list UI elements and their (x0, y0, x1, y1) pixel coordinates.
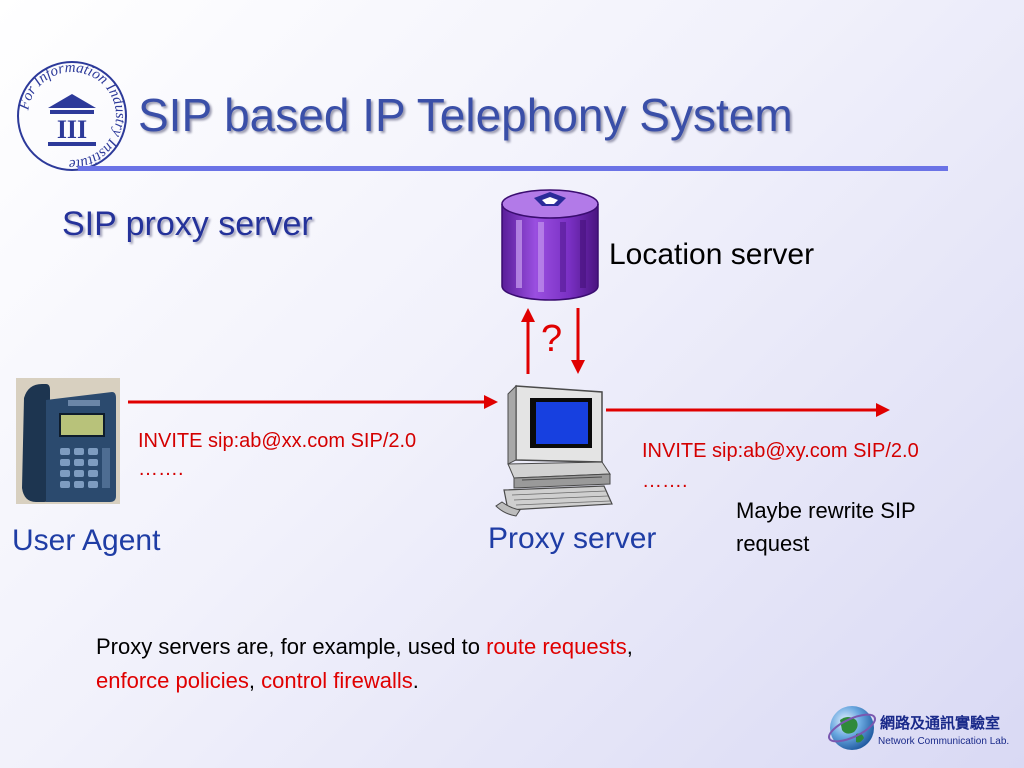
phone-icon (16, 378, 120, 504)
lab-name-chinese: 網路及通訊實驗室 (880, 715, 1001, 732)
invite-out-text: INVITE sip:ab@xy.com SIP/2.0 (642, 440, 919, 462)
slide-title: SIP based IP Telephony System (138, 89, 793, 141)
computer-icon (495, 384, 613, 517)
logo-letters: III (57, 115, 87, 144)
lab-name-english: Network Communication Lab. (878, 736, 1010, 747)
proxy-server-label: Proxy server (488, 522, 657, 555)
para-control-firewalls: control firewalls (261, 668, 413, 693)
invite-arrow-out (606, 403, 890, 417)
invite-arrow-in (128, 395, 498, 409)
rewrite-note-line2: request (736, 531, 810, 556)
invite-in-text: INVITE sip:ab@xx.com SIP/2.0 (138, 430, 417, 452)
query-arrows (521, 308, 585, 374)
title-underline (78, 166, 948, 171)
para-text-4: . (412, 668, 419, 693)
rewrite-note-line1: Maybe rewrite SIP (736, 498, 916, 523)
para-route-requests: route requests (486, 634, 627, 659)
location-server-label: Location server (609, 238, 815, 271)
invite-out-ellipsis: ……. (642, 470, 688, 492)
para-text-3: , (248, 668, 262, 693)
para-text-2: , (626, 634, 633, 659)
para-enforce-policies: enforce policies (96, 668, 249, 693)
description-paragraph: Proxy servers are, for example, used to … (96, 630, 816, 698)
para-text-1: Proxy servers are, for example, used to (96, 634, 487, 659)
rewrite-note: Maybe rewrite SIP request (736, 494, 916, 560)
query-mark: ? (541, 318, 563, 360)
invite-in-ellipsis: ……. (138, 458, 184, 480)
institute-logo: For Information Industry Institute III (16, 60, 128, 172)
lab-globe-icon (828, 706, 876, 750)
user-agent-label: User Agent (12, 524, 161, 557)
slide-subtitle: SIP proxy server (62, 205, 313, 243)
database-icon (501, 189, 599, 301)
